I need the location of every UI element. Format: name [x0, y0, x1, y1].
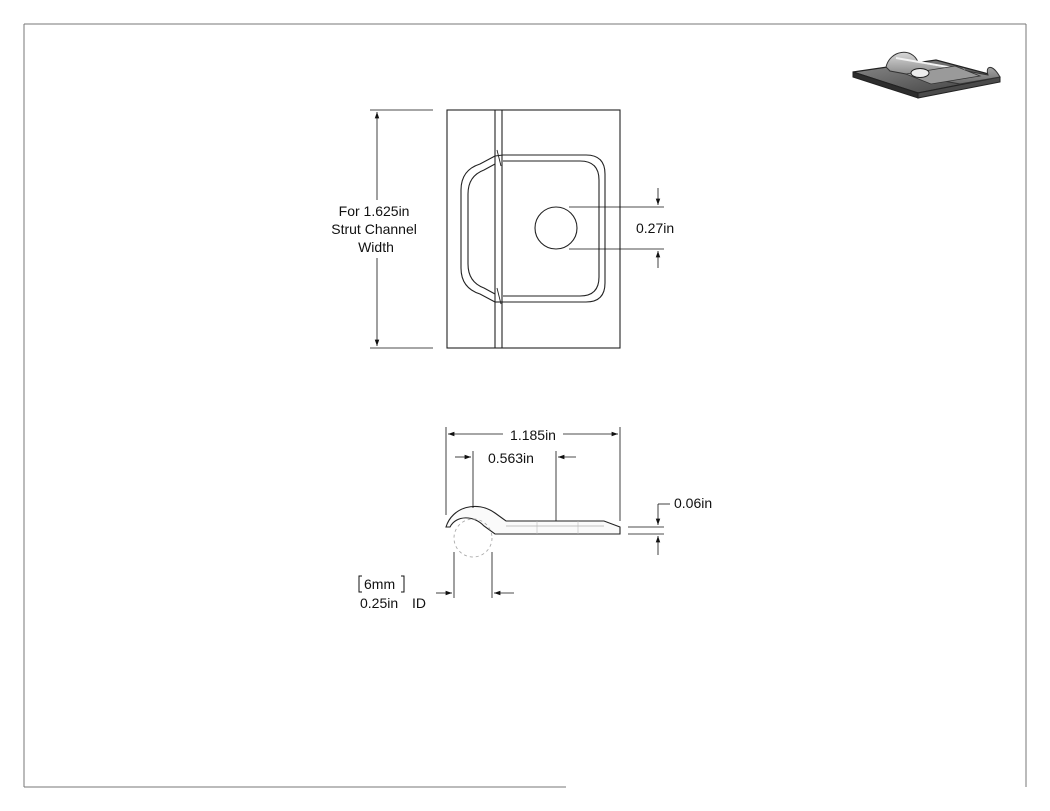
- mounting-hole: [534, 206, 578, 250]
- isometric-preview: [852, 52, 1001, 99]
- hole-dimension: [569, 188, 664, 268]
- top-view: [446, 109, 621, 349]
- overall-length-label: 1.185in: [510, 427, 556, 443]
- curl-id-suffix-label: ID: [412, 595, 426, 611]
- recess-outline: [503, 154, 606, 303]
- hole-offset-label: 0.563in: [488, 450, 534, 466]
- overall-length-dimension: [445, 427, 621, 521]
- strut-width-dimension: [370, 109, 433, 349]
- hole-diameter-label: 0.27in: [636, 220, 674, 236]
- clip-profile: [445, 505, 621, 535]
- thickness-label: 0.06in: [674, 495, 712, 511]
- sheet-border: [23, 23, 1027, 788]
- hole-offset-dimension: [455, 451, 576, 521]
- strut-width-label: For 1.625in Strut Channel Width: [331, 203, 421, 255]
- plate-outline: [446, 109, 621, 349]
- curl-id-imperial-label: 0.25in: [360, 595, 398, 611]
- thickness-dimension: [628, 503, 670, 555]
- curl-id-dimension: [358, 552, 514, 598]
- curl-inner-circle: [453, 518, 493, 558]
- curl-id-metric-label: 6mm: [364, 576, 395, 592]
- side-view: [445, 505, 621, 558]
